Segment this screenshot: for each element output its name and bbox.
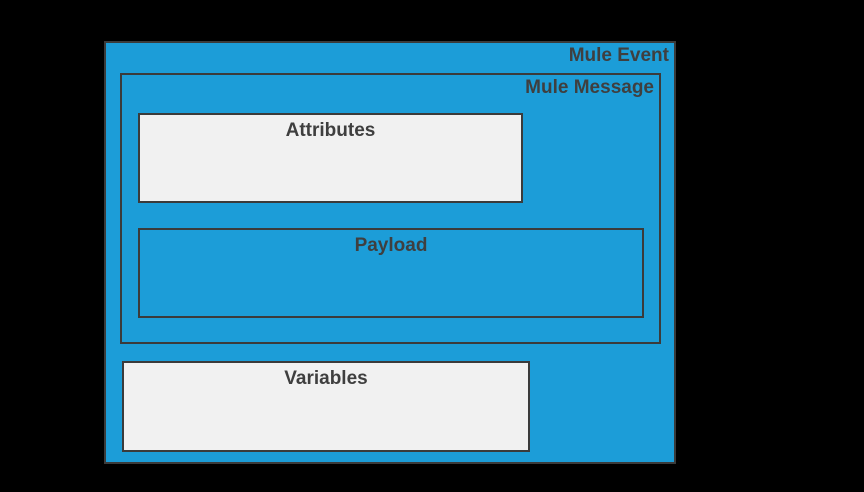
mule-event-box: Mule Event Mule Message Attributes Paylo… bbox=[104, 41, 676, 464]
payload-box: Payload bbox=[138, 228, 644, 318]
attributes-box: Attributes bbox=[138, 113, 523, 203]
mule-event-label: Mule Event bbox=[568, 45, 669, 66]
payload-label: Payload bbox=[354, 235, 428, 256]
mule-message-label: Mule Message bbox=[525, 77, 654, 98]
mule-message-box: Mule Message Attributes Payload bbox=[120, 73, 661, 344]
variables-label: Variables bbox=[284, 368, 368, 389]
attributes-label: Attributes bbox=[285, 120, 376, 141]
variables-box: Variables bbox=[122, 361, 530, 452]
